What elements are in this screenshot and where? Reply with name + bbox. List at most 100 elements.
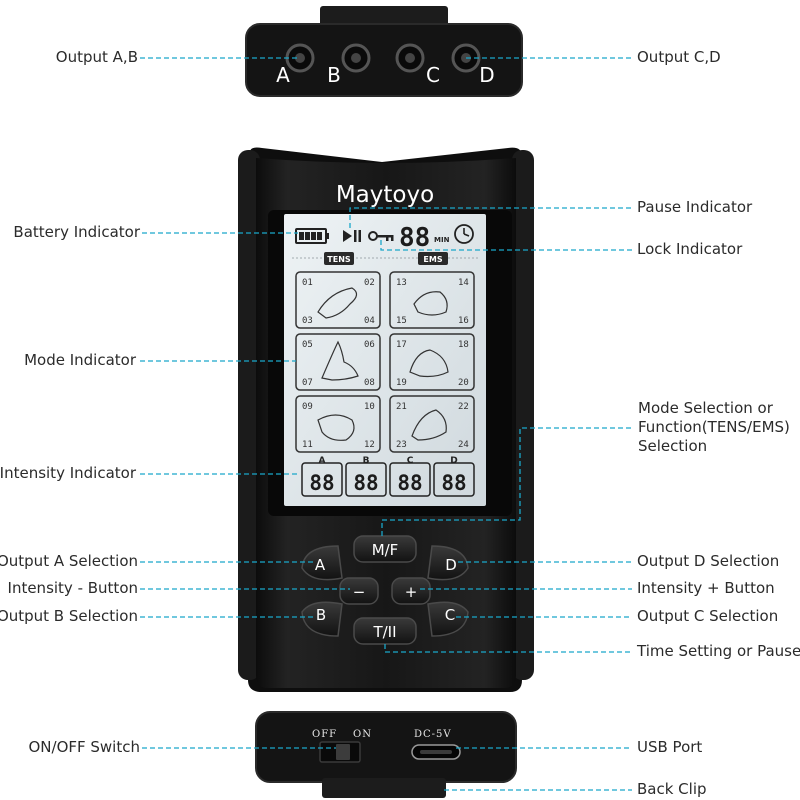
- channel-d-display: D 88: [433, 456, 475, 497]
- program-number: 15: [396, 316, 407, 326]
- label-intensity-indicator: Intensity Indicator: [0, 464, 136, 482]
- output-a-button[interactable]: A: [301, 545, 343, 581]
- port-label-c: C: [426, 63, 440, 87]
- program-number: 11: [302, 440, 313, 450]
- bottom-panel: OFF ON DC-5V: [255, 711, 517, 798]
- body-part-icon: [317, 414, 355, 441]
- channel-letter: D: [450, 456, 457, 466]
- top-connector-panel: A B C D: [245, 6, 523, 97]
- channel-b-display: B 88: [345, 456, 387, 497]
- lock-key-icon: [368, 231, 394, 241]
- program-number: 08: [364, 378, 375, 388]
- off-label: OFF: [312, 729, 337, 740]
- ems-tag-label: EMS: [423, 255, 442, 264]
- time-button-label: T/II: [372, 623, 396, 641]
- program-number: 01: [302, 278, 313, 288]
- program-number: 02: [364, 278, 375, 288]
- top-housing: [245, 23, 523, 97]
- on-label: ON: [353, 729, 372, 740]
- channel-letter: C: [407, 456, 414, 466]
- program-cell-21-24: 21 22 23 24: [389, 395, 475, 453]
- timer-unit: MIN: [434, 236, 450, 244]
- channel-digits: 88: [397, 471, 422, 495]
- output-b-button[interactable]: B: [301, 601, 343, 637]
- label-mode-selection-line1: Mode Selection or: [638, 399, 773, 417]
- program-cell-1-4: 01 02 03 04: [295, 271, 381, 329]
- label-back-clip: Back Clip: [637, 780, 707, 798]
- program-number: 14: [458, 278, 469, 288]
- port-label-d: D: [479, 63, 494, 87]
- timer-digits: 88: [399, 223, 430, 253]
- intensity-minus-button[interactable]: −: [339, 577, 379, 605]
- power-switch[interactable]: [319, 741, 361, 763]
- label-onoff-switch: ON/OFF Switch: [28, 738, 140, 756]
- program-cell-5-8: 05 06 07 08: [295, 333, 381, 391]
- channel-digits: 88: [441, 471, 466, 495]
- brand-logo: Maytoyo: [336, 182, 434, 208]
- program-number: 18: [458, 340, 469, 350]
- label-lock-indicator: Lock Indicator: [637, 240, 743, 258]
- label-mode-selection-line3: Selection: [638, 437, 708, 455]
- a-button-label: A: [315, 556, 326, 574]
- label-time-setting: Time Setting or Pause: [637, 642, 800, 660]
- program-number: 20: [458, 378, 469, 388]
- time-pause-button[interactable]: T/II: [353, 617, 417, 645]
- label-mode-indicator: Mode Indicator: [24, 351, 136, 369]
- output-c-button[interactable]: C: [427, 601, 469, 637]
- program-cell-9-12: 09 10 11 12: [295, 395, 381, 453]
- program-cell-17-20: 17 18 19 20: [389, 333, 475, 391]
- label-intensity-plus: Intensity + Button: [637, 579, 775, 597]
- program-number: 09: [302, 402, 313, 412]
- program-number: 12: [364, 440, 375, 450]
- label-battery-indicator: Battery Indicator: [13, 223, 140, 241]
- body-part-icon: [413, 291, 448, 316]
- channel-c-display: C 88: [389, 456, 431, 497]
- plus-button-label: +: [405, 583, 418, 601]
- label-output-ab: Output A,B: [55, 48, 138, 66]
- lcd-screen: 88 MIN TENS EMS 01 02 03 04 05 06 07 08: [284, 214, 486, 506]
- program-number: 04: [364, 316, 375, 326]
- program-number: 10: [364, 402, 375, 412]
- body-part-icon: [409, 349, 449, 378]
- back-clip: [322, 778, 446, 798]
- label-output-a-selection: Output A Selection: [0, 552, 138, 570]
- channel-digits: 88: [353, 471, 378, 495]
- program-number: 19: [396, 378, 407, 388]
- label-usb-port: USB Port: [637, 738, 703, 756]
- tens-tag: [324, 252, 354, 265]
- mode-function-button[interactable]: M/F: [353, 535, 417, 563]
- mode-button-label: M/F: [372, 541, 399, 559]
- ems-tag: [418, 252, 448, 265]
- output-d-button[interactable]: D: [427, 545, 469, 581]
- channel-letter: A: [319, 456, 326, 466]
- label-output-b-selection: Output B Selection: [0, 607, 138, 625]
- intensity-plus-button[interactable]: +: [391, 577, 431, 605]
- channel-a-display: A 88: [301, 456, 343, 497]
- play-pause-icon: [343, 230, 361, 242]
- tens-tag-label: TENS: [327, 255, 351, 264]
- program-number: 24: [458, 440, 469, 450]
- c-button-label: C: [445, 606, 455, 624]
- channel-digits: 88: [309, 471, 334, 495]
- program-number: 07: [302, 378, 313, 388]
- dc-label: DC-5V: [414, 729, 452, 740]
- label-output-cd: Output C,D: [637, 48, 721, 66]
- program-number: 05: [302, 340, 313, 350]
- bottom-housing: [255, 711, 517, 783]
- program-number: 23: [396, 440, 407, 450]
- usb-c-port[interactable]: [411, 744, 461, 760]
- d-button-label: D: [445, 556, 457, 574]
- body-part-icon: [411, 409, 447, 441]
- jack-a[interactable]: [285, 43, 315, 73]
- program-number: 06: [364, 340, 375, 350]
- battery-icon: [295, 228, 329, 244]
- program-number: 03: [302, 316, 313, 326]
- jack-c[interactable]: [395, 43, 425, 73]
- leader-lines: [140, 57, 634, 791]
- b-button-label: B: [316, 606, 326, 624]
- jack-b[interactable]: [341, 43, 371, 73]
- label-intensity-minus: Intensity - Button: [7, 579, 138, 597]
- label-mode-selection-line2: Function(TENS/EMS): [638, 418, 790, 436]
- program-number: 17: [396, 340, 407, 350]
